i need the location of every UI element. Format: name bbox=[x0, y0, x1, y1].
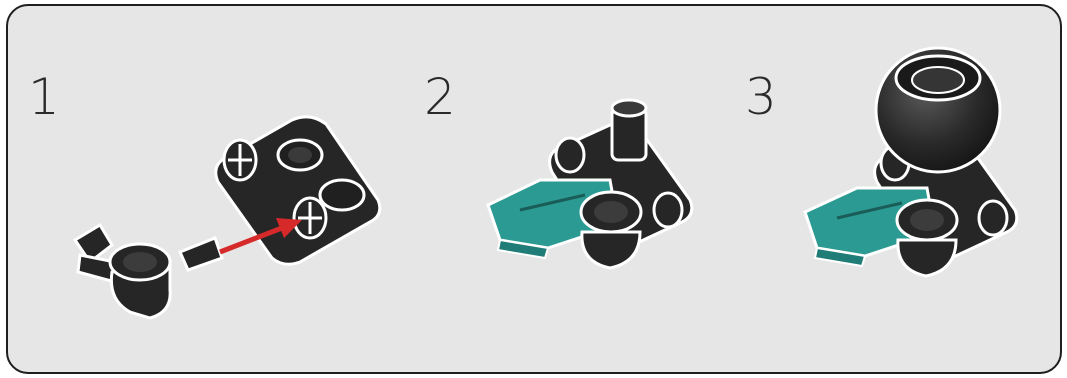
step-1-connector-part bbox=[75, 225, 222, 318]
step-2-assembly bbox=[488, 100, 692, 268]
step-3-assembly bbox=[805, 48, 1017, 276]
